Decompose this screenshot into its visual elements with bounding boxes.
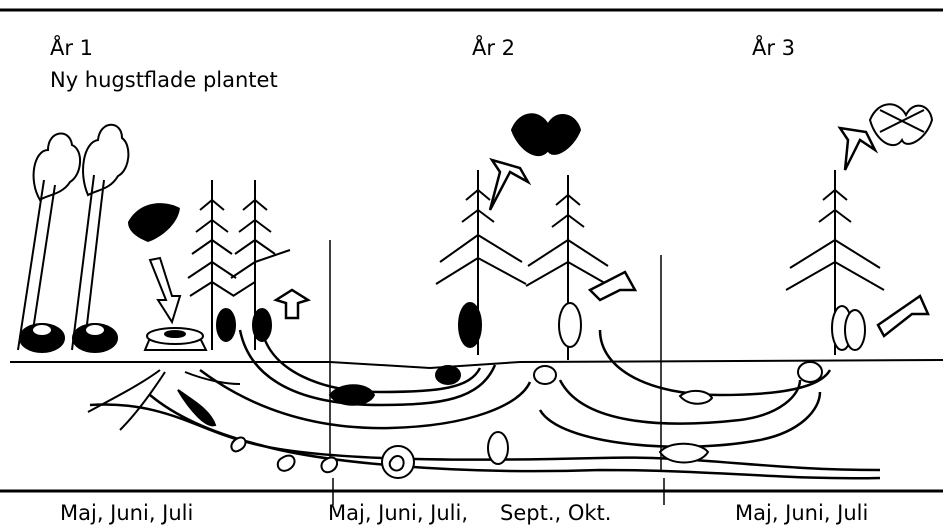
bottom-label-3: Sept., Okt. (500, 503, 611, 524)
stump (145, 328, 206, 350)
bottom-label-4: Maj, Juni, Juli (735, 503, 868, 524)
bottom-label-1: Maj, Juni, Juli (60, 503, 193, 524)
adult-insects (512, 104, 932, 155)
year2-label: År 2 (472, 38, 515, 59)
year1-subtitle: Ny hugstflade plantet (50, 70, 278, 91)
weevils-on-seedlings (217, 303, 865, 350)
lifecycle-flow-bands (90, 330, 880, 478)
old-trees (18, 125, 128, 352)
seedlings (188, 170, 884, 360)
year3-label: År 3 (752, 38, 795, 59)
bottom-label-2: Maj, Juni, Juli, (328, 503, 468, 524)
year1-label: År 1 (50, 38, 93, 59)
roots (88, 370, 240, 430)
arrows (276, 128, 928, 336)
beetle-flying-year1 (128, 203, 180, 322)
